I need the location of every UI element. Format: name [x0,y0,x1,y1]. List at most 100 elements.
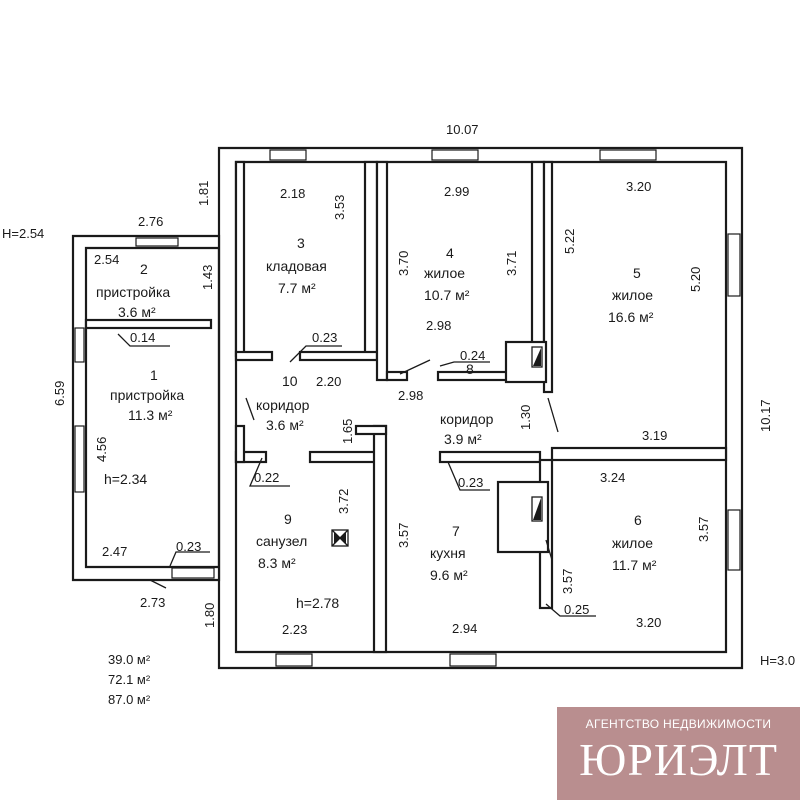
wall-storage-bottom [234,350,274,362]
wall-storage-left [234,160,246,358]
room-area: 3.6 м² [266,417,304,433]
room-dim: 1.30 [518,405,533,430]
window [727,233,741,297]
dim-annex-top: 2.76 [138,214,163,229]
overall-dims: 10.07 10.17 6.59 1.81 1.80 H=2.54 H=3.0 … [2,122,795,668]
room-number: 7 [452,523,460,539]
dim-left-height: 6.59 [52,381,67,406]
room-8: 0.24 8 2.98 коридор 3.9 м² 1.30 [398,348,533,447]
leader-0-23-c [169,551,210,567]
leader-corridor [245,397,255,421]
dim-top-left: 1.81 [196,181,211,206]
room-dim: 0.22 [254,470,279,485]
dim-height-right: 10.17 [758,399,773,432]
room-5: 3.20 5.22 5 жилое 16.6 м² 5.20 3.19 [562,179,703,443]
leader-0-22 [249,457,290,487]
room-name: коридор [440,411,494,427]
room-number: 6 [634,512,642,528]
boiler-fill [334,532,346,544]
wall-room5-bottom [550,446,728,462]
logo-brand: ЮРИЭЛТ [579,734,778,785]
wall-room5-left [542,160,554,394]
room-dim: 4.56 [94,437,109,462]
room-2: 2.54 2 пристройка 3.6 м² 1.43 0.14 [94,252,215,345]
annex-wall [71,234,221,582]
room-area: 10.7 м² [424,287,470,303]
window [74,425,85,493]
room-number: 10 [282,373,298,389]
window [171,567,215,579]
room-dim: 2.99 [444,184,469,199]
symbols [117,333,596,617]
room-number: 9 [284,511,292,527]
room-10: 10 2.20 коридор 3.6 м² 1.65 [256,373,355,444]
wall-sanuzel-left [234,424,246,464]
stove-mark [533,348,541,366]
room-dim: 2.47 [102,544,127,559]
room-area: 16.6 м² [608,309,654,325]
room-height: h=2.34 [104,471,147,487]
room-dim: 3.24 [600,470,625,485]
room-3: 2.18 3.53 3 кладовая 7.7 м² 0.23 [266,186,347,345]
room-dim: 0.14 [130,330,155,345]
logo-tagline: АГЕНТСТВО НЕДВИЖИМОСТИ [585,717,772,731]
room-dim: 0.24 [460,348,485,363]
wall-storage-right [363,160,379,358]
room-number: 2 [140,261,148,277]
room-1: 1 пристройка 11.3 м² 4.56 2.47 0.23 h=2.… [94,367,201,559]
room-dim: 5.20 [688,267,703,292]
wall-kitchen-top [438,450,542,464]
leader-2-98 [399,359,431,375]
window [599,149,657,161]
agency-logo: АГЕНТСТВО НЕДВИЖИМОСТИ ЮРИЭЛТ [557,707,800,800]
room-dim: 2.98 [398,388,423,403]
room-area: 3.6 м² [118,304,156,320]
leader-0-23-b [447,461,490,491]
window [431,149,479,161]
total-area-3: 87.0 м² [108,692,151,707]
room-name: коридор [256,397,310,413]
wall-room4-left [375,160,389,382]
room-dim: 3.71 [504,251,519,276]
room-number: 4 [446,245,454,261]
room-area: 7.7 м² [278,280,316,296]
area-totals: 39.0 м² 72.1 м² 87.0 м² [108,652,151,707]
room-dim: 1.43 [200,265,215,290]
room-name: жилое [612,535,653,551]
dim-bottom-left: 1.80 [202,603,217,628]
windows [74,149,741,667]
room-name: жилое [612,287,653,303]
room-6: 3.24 3.57 6 жилое 11.7 м² 3.57 3.20 0.25 [560,470,711,630]
leader-0-24 [439,361,490,367]
wall-room4-bottom [385,370,409,382]
room-dim: 3.70 [396,251,411,276]
total-area-2: 72.1 м² [108,672,151,687]
leader-0-23-a [289,345,342,363]
room-dim: 1.65 [340,419,355,444]
wall-sanuzel-right [372,424,388,654]
oven-mark [533,498,541,520]
dim-width-top: 10.07 [446,122,479,137]
room-name: жилое [424,265,465,281]
room-dim: 3.53 [332,195,347,220]
room-name: кухня [430,545,466,561]
room-dim: 5.22 [562,229,577,254]
room-dim: 0.25 [564,602,589,617]
room-name: пристройка [110,387,184,403]
room-name: кладовая [266,258,327,274]
window [727,509,741,571]
height-left: H=2.54 [2,226,44,241]
window [135,237,179,247]
wall-storage-bottom-2 [298,350,379,362]
room-dim: 3.57 [396,523,411,548]
room-dim: 0.23 [458,475,483,490]
room-name: пристройка [96,284,170,300]
leader-1-30 [547,397,559,433]
boiler-symbol [331,529,349,547]
room-area: 11.7 м² [612,557,657,573]
height-right: H=3.0 [760,653,795,668]
dim-annex-bottom: 2.73 [140,595,165,610]
room-dim: 0.23 [176,539,201,554]
window [74,327,85,363]
